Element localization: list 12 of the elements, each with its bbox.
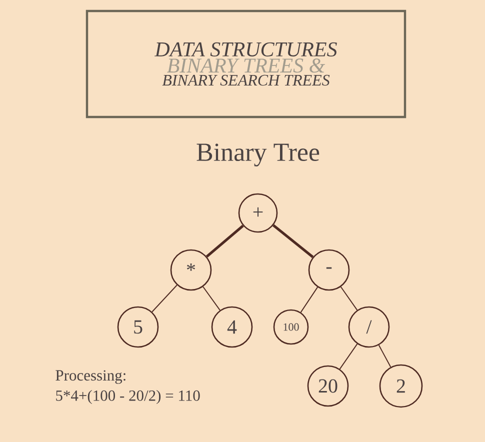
tree-edge [202, 286, 220, 311]
tree-edge [206, 224, 244, 258]
title-box: DATA STRUCTURES BINARY TREES & BINARY SEARCH TREES [86, 10, 406, 118]
heading: Binary Tree [196, 144, 320, 166]
tree-edge [340, 286, 358, 311]
tree-edge [152, 284, 178, 312]
tree-edge [378, 344, 392, 368]
tree-edge [339, 343, 358, 370]
processing-note: Processing: [56, 370, 126, 384]
tree-edge [300, 286, 318, 313]
processing-note: 5*4+(100 - 20/2) = 110 [56, 390, 200, 404]
tree-edge [272, 224, 314, 258]
